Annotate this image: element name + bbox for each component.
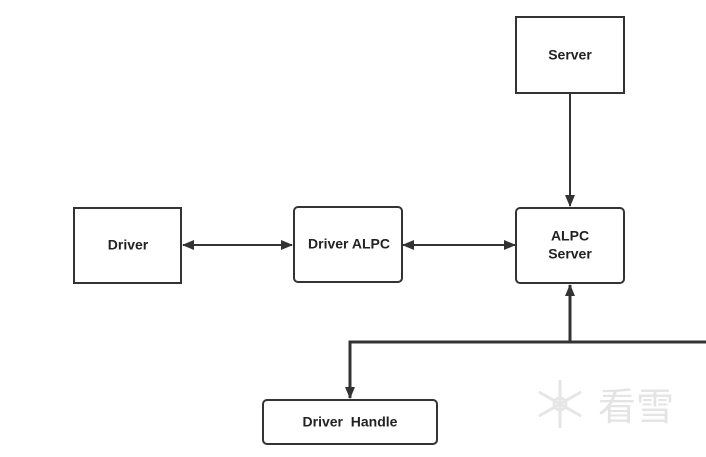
node-server-box xyxy=(515,16,625,94)
node-driver-handle: Driver Handle xyxy=(262,399,438,445)
node-driver-handle-label: Driver Handle xyxy=(303,414,398,430)
node-alpc-server: ALPC Server xyxy=(515,207,625,284)
node-driver-alpc-box xyxy=(293,206,403,283)
edges xyxy=(182,93,706,399)
node-alpc-server-box xyxy=(515,207,625,284)
node-server-label: Server xyxy=(548,47,592,63)
node-driver: Driver xyxy=(73,207,182,284)
edge-bus-to-driver-handle xyxy=(345,340,706,399)
snowflake-icon xyxy=(538,380,582,428)
node-server: Server xyxy=(515,16,625,94)
node-alpc-server-label-line1: ALPC xyxy=(551,228,589,244)
node-driver-alpc: Driver ALPC xyxy=(293,206,403,283)
node-driver-label: Driver xyxy=(108,237,149,253)
node-driver-handle-box xyxy=(262,399,438,445)
watermark: 看雪 xyxy=(538,380,674,429)
node-driver-box xyxy=(73,207,182,284)
watermark-text: 看雪 xyxy=(598,385,674,429)
node-driver-alpc-label: Driver ALPC xyxy=(308,236,390,252)
node-alpc-server-label-line2: Server xyxy=(548,246,592,262)
